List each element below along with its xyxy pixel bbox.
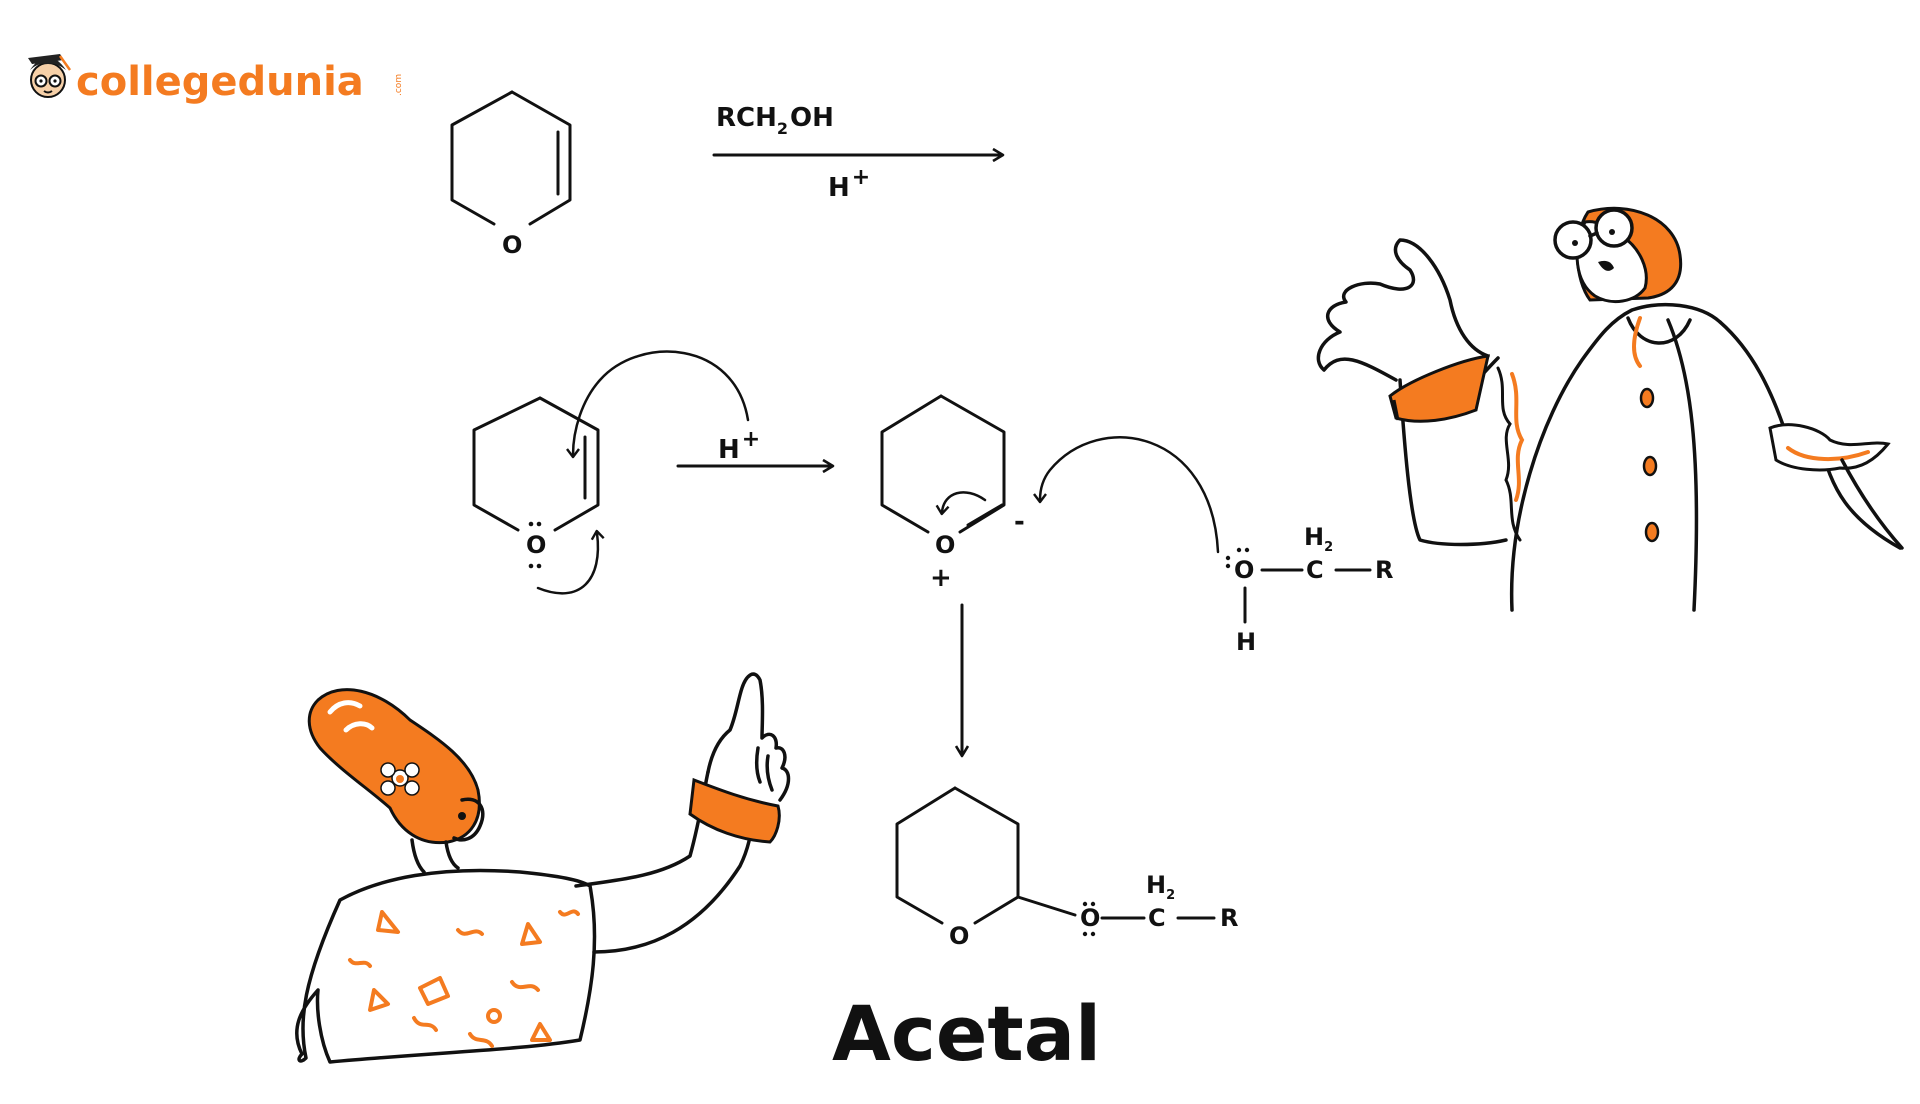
product-ring-oxygen: O [949, 922, 969, 950]
product-title: Acetal [832, 989, 1101, 1078]
alcohol-oxygen: O [1234, 556, 1254, 584]
brand-logo[interactable]: collegedunia .com [28, 54, 404, 105]
student-figure [295, 672, 791, 1064]
alcohol-r-group: R [1375, 556, 1393, 584]
oxonium-oxygen: O [935, 531, 955, 559]
reactant-oxygen: O [526, 531, 546, 559]
positive-charge: + [930, 563, 952, 593]
product-carbon: C [1148, 904, 1166, 932]
product-ether-oxygen: O [1080, 904, 1100, 932]
catalyst-label: H+ [828, 165, 870, 203]
alcohol-nucleophile: O C H2 R H [1225, 523, 1393, 656]
protonation-reactant: O [472, 350, 750, 595]
dihydropyran-oxygen: O [502, 231, 522, 259]
brand-suffix: .com [394, 74, 404, 96]
brand-name: collegedunia [76, 59, 364, 105]
flower-icon [380, 762, 420, 796]
acetal-product: O O C H2 R [895, 786, 1238, 950]
teacher-figure [1316, 206, 1904, 612]
negative-charge: - [1014, 507, 1025, 537]
svg-text:H2: H2 [1146, 871, 1175, 903]
alcohol-hydrogen: H [1236, 628, 1256, 656]
product-r-group: R [1220, 904, 1238, 932]
oxocarbenium-intermediate: O + - [880, 394, 1220, 593]
svg-text:H+: H+ [718, 427, 760, 465]
alcohol-carbon: C [1306, 556, 1324, 584]
protonation-arrow: H+ [676, 427, 832, 466]
mascot-icon [28, 54, 72, 98]
dihydropyran-molecule: O [450, 90, 572, 259]
overall-reaction-arrow: RCH2OH H+ [712, 103, 1002, 203]
reagent-label: RCH2OH [716, 103, 834, 138]
svg-text:H2: H2 [1304, 523, 1333, 555]
